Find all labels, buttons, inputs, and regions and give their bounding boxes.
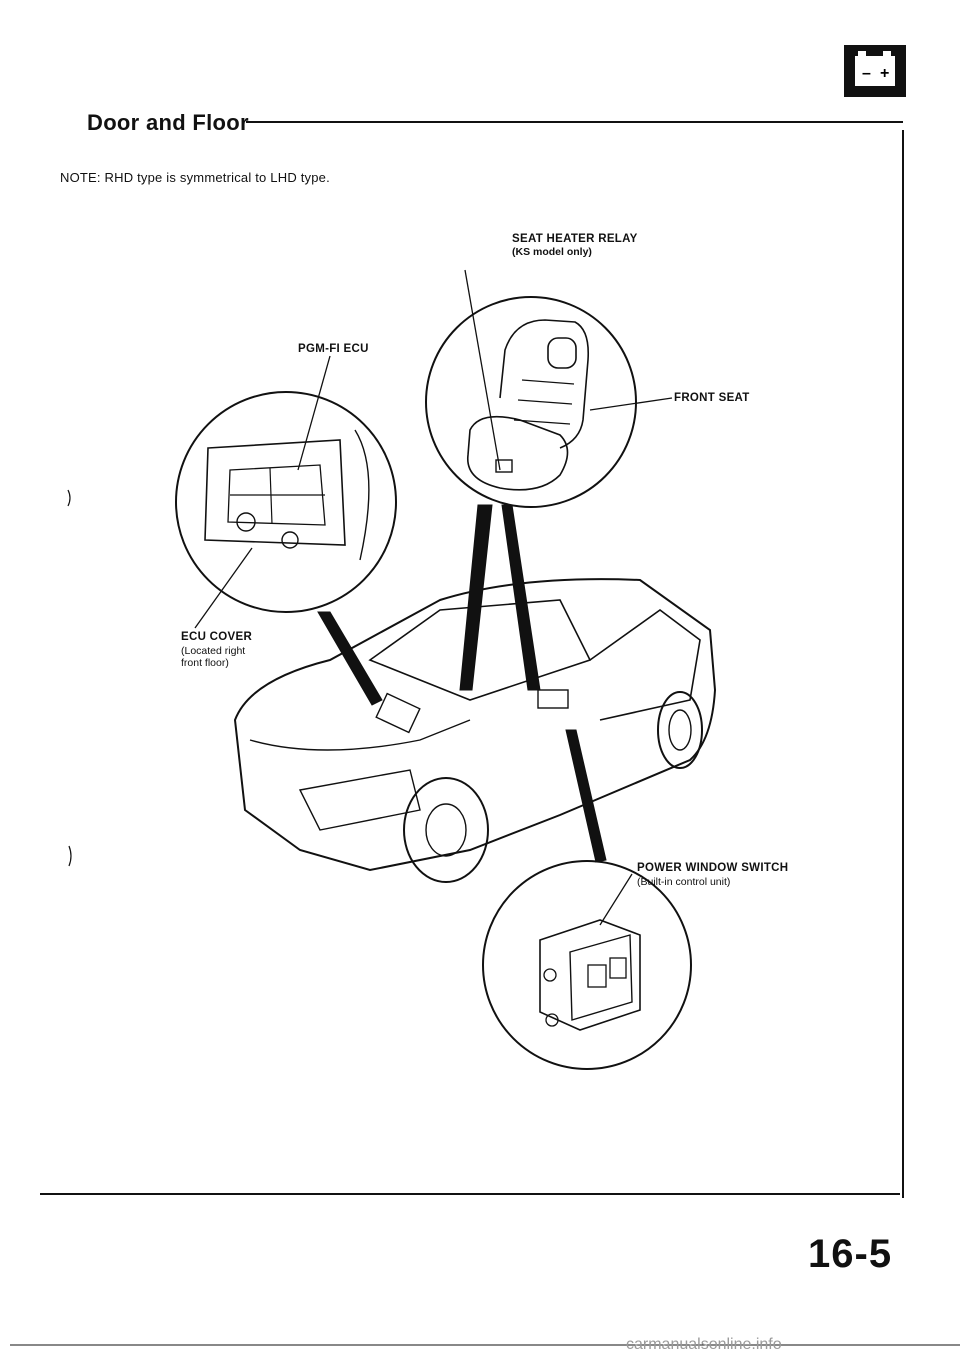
battery-plus-glyph: +	[880, 65, 889, 82]
connector-strokes	[317, 504, 607, 863]
callout-power-window-switch-sub: (Built-in control unit)	[637, 876, 731, 888]
battery-icon	[844, 45, 906, 97]
callout-front-seat: FRONT SEAT	[674, 392, 750, 404]
callout-seat-heater-relay: SEAT HEATER RELAY	[512, 233, 638, 245]
footer-url[interactable]: carmanualsonline.info	[626, 1336, 782, 1353]
page-title: Door and Floor	[87, 110, 249, 135]
switch-detail-circle	[482, 860, 692, 1070]
callout-ecu-cover-sub2: front floor)	[181, 657, 229, 669]
margin-marks	[67, 489, 72, 867]
callout-ecu-cover-sub1: (Located right	[181, 645, 246, 657]
seat-detail-circle	[425, 296, 637, 508]
battery-minus-glyph: –	[862, 65, 871, 82]
callout-ecu-cover: ECU COVER	[181, 631, 253, 643]
ecu-detail-circle	[175, 391, 397, 613]
car-illustration	[233, 578, 717, 883]
callout-seat-heater-relay-sub: (KS model only)	[512, 246, 592, 258]
callout-power-window-switch: POWER WINDOW SWITCH	[637, 862, 789, 874]
note-text: NOTE: RHD type is symmetrical to LHD typ…	[60, 170, 330, 185]
leader-lines	[194, 269, 673, 926]
page-number: 16-5	[808, 1232, 893, 1276]
callout-pgm-fi-ecu: PGM-FI ECU	[298, 343, 369, 355]
